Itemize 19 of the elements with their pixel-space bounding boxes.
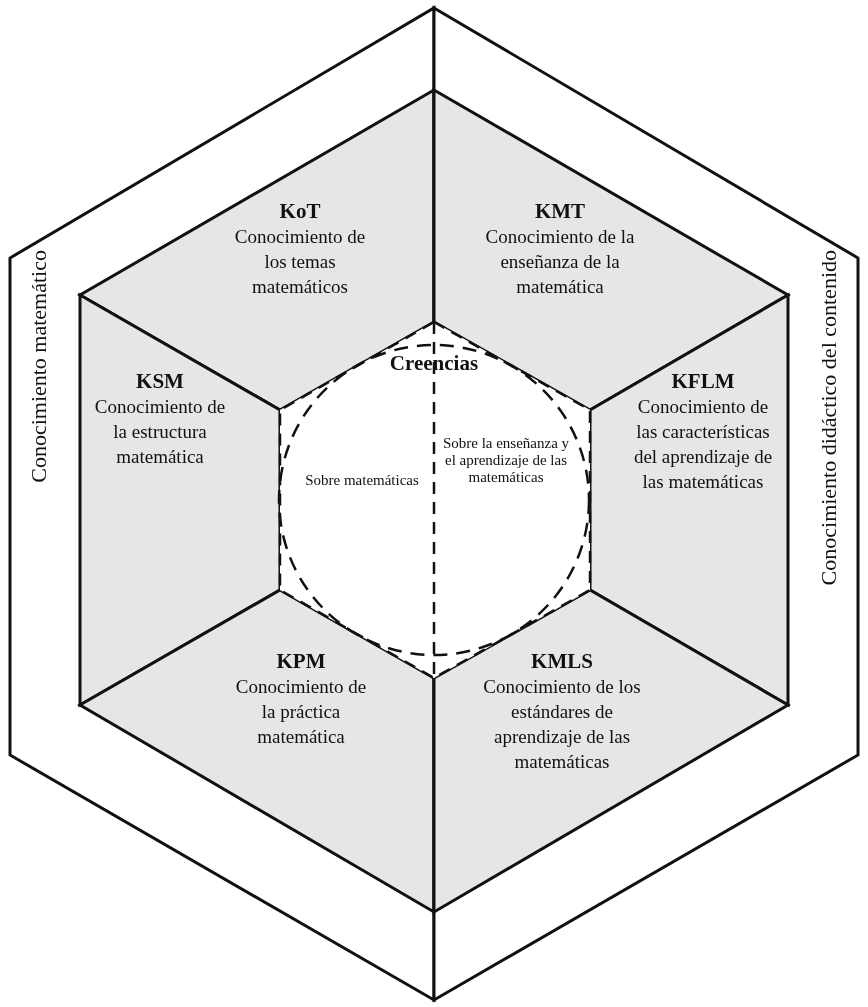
segment-description: Conocimiento de la enseñanza de la matemática bbox=[484, 225, 636, 299]
segment-heading: KPM bbox=[276, 648, 326, 674]
segment-heading: KMT bbox=[534, 198, 586, 224]
hexagon-segment bbox=[78, 588, 436, 914]
segment-description: Conocimiento de las características del aprendizaje de las matemáticas bbox=[632, 395, 774, 494]
side-label: Conocimiento didáctico del contenido bbox=[816, 250, 842, 586]
side-label: Conocimiento matemático bbox=[26, 250, 52, 483]
center-heading: Creencias bbox=[389, 350, 479, 376]
segment-heading: KoT bbox=[279, 198, 321, 224]
segment-description: Conocimiento de la práctica matemática bbox=[234, 675, 368, 749]
hexagon-segment bbox=[432, 588, 790, 914]
segment-description: Conocimiento de la estructura matemática bbox=[93, 395, 227, 469]
segment-heading: KSM bbox=[136, 368, 184, 394]
segment-heading: KMLS bbox=[531, 648, 593, 674]
segment-description: Conocimiento de los estándares de aprendizaje de las matemáticas bbox=[482, 675, 642, 774]
segment-heading: KFLM bbox=[671, 368, 735, 394]
belief-label: Sobre matemáticas bbox=[305, 472, 419, 489]
belief-label: Sobre la enseñanza y el aprendizaje de las matemáticas bbox=[442, 435, 570, 486]
segment-description: Conocimiento de los temas matemáticos bbox=[233, 225, 367, 299]
